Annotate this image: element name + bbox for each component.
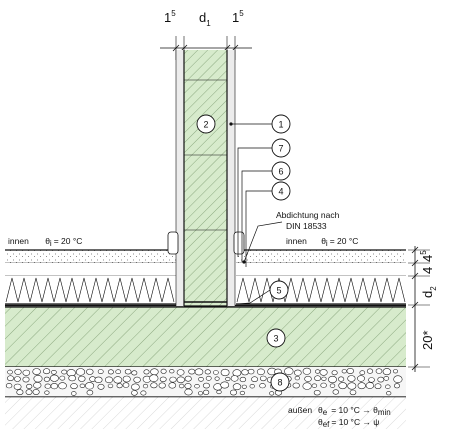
insulation-right	[236, 276, 406, 304]
gravel-layer	[5, 367, 406, 398]
callout-1: 1	[271, 114, 291, 134]
plaster-right	[227, 50, 235, 306]
callout-8: 8	[270, 372, 290, 392]
callout-4: 4	[271, 181, 291, 201]
right-dimension-group: 45 4 d2 20*	[408, 246, 438, 372]
svg-text:1: 1	[278, 120, 283, 130]
svg-text:2: 2	[203, 120, 208, 130]
svg-text:3: 3	[273, 334, 278, 344]
callout-5: 5	[269, 280, 289, 300]
plaster-left	[176, 50, 184, 306]
edge-strip-left	[167, 231, 179, 255]
impact-insulation-left	[5, 263, 177, 276]
dimension-right-2: 4	[420, 267, 435, 274]
callout-markers: 1 2 3 4 5 6 7 8	[196, 114, 291, 392]
callout-2: 2	[196, 114, 216, 134]
outside-line-2: θef= 10 °C → ψ	[318, 417, 379, 429]
masonry-wall	[167, 50, 245, 307]
dimension-right-1: 45	[419, 250, 435, 262]
label-waterproofing: Abdichtung nach DIN 18533	[242, 210, 340, 264]
dimension-right-4: 20*	[420, 330, 435, 350]
impact-insulation-right	[236, 263, 406, 276]
edge-strip-right	[233, 231, 245, 255]
dimension-wall-thickness: d1	[199, 10, 211, 28]
insulation-left	[5, 276, 177, 304]
masonry-blocks	[184, 50, 227, 306]
soil	[5, 397, 406, 429]
dimension-right-3: d2	[420, 286, 438, 298]
svg-text:5: 5	[276, 286, 281, 296]
top-dimension-group: 15 d1 15	[160, 9, 252, 60]
floor-buildup-left	[5, 249, 177, 305]
callout-3: 3	[266, 328, 286, 348]
waterproofing-line-1: Abdichtung nach	[276, 210, 340, 220]
outside-line-1: θe= 10 °C → θmin	[318, 405, 391, 417]
waterproofing-line-2: DIN 18533	[286, 221, 327, 231]
dimension-right-plaster: 15	[232, 9, 244, 25]
callout-6: 6	[271, 161, 291, 181]
svg-text:4: 4	[278, 187, 283, 197]
label-inside-right: innen θi= 20 °C	[286, 236, 358, 248]
svg-text:8: 8	[277, 378, 282, 388]
outside-word: außen	[288, 405, 312, 415]
svg-text:7: 7	[278, 144, 283, 154]
svg-text:6: 6	[278, 167, 283, 177]
label-inside-left: innen θi= 20 °C	[8, 236, 82, 248]
floor-buildup-right	[236, 249, 406, 305]
ground-layers	[5, 306, 406, 429]
dimension-left-plaster: 15	[164, 9, 176, 25]
screed-right	[236, 250, 406, 263]
screed-left	[5, 250, 177, 263]
concrete-slab	[5, 307, 406, 367]
label-outside: außen θe= 10 °C → θmin θef= 10 °C → ψ	[288, 405, 391, 429]
callout-7: 7	[271, 138, 291, 158]
